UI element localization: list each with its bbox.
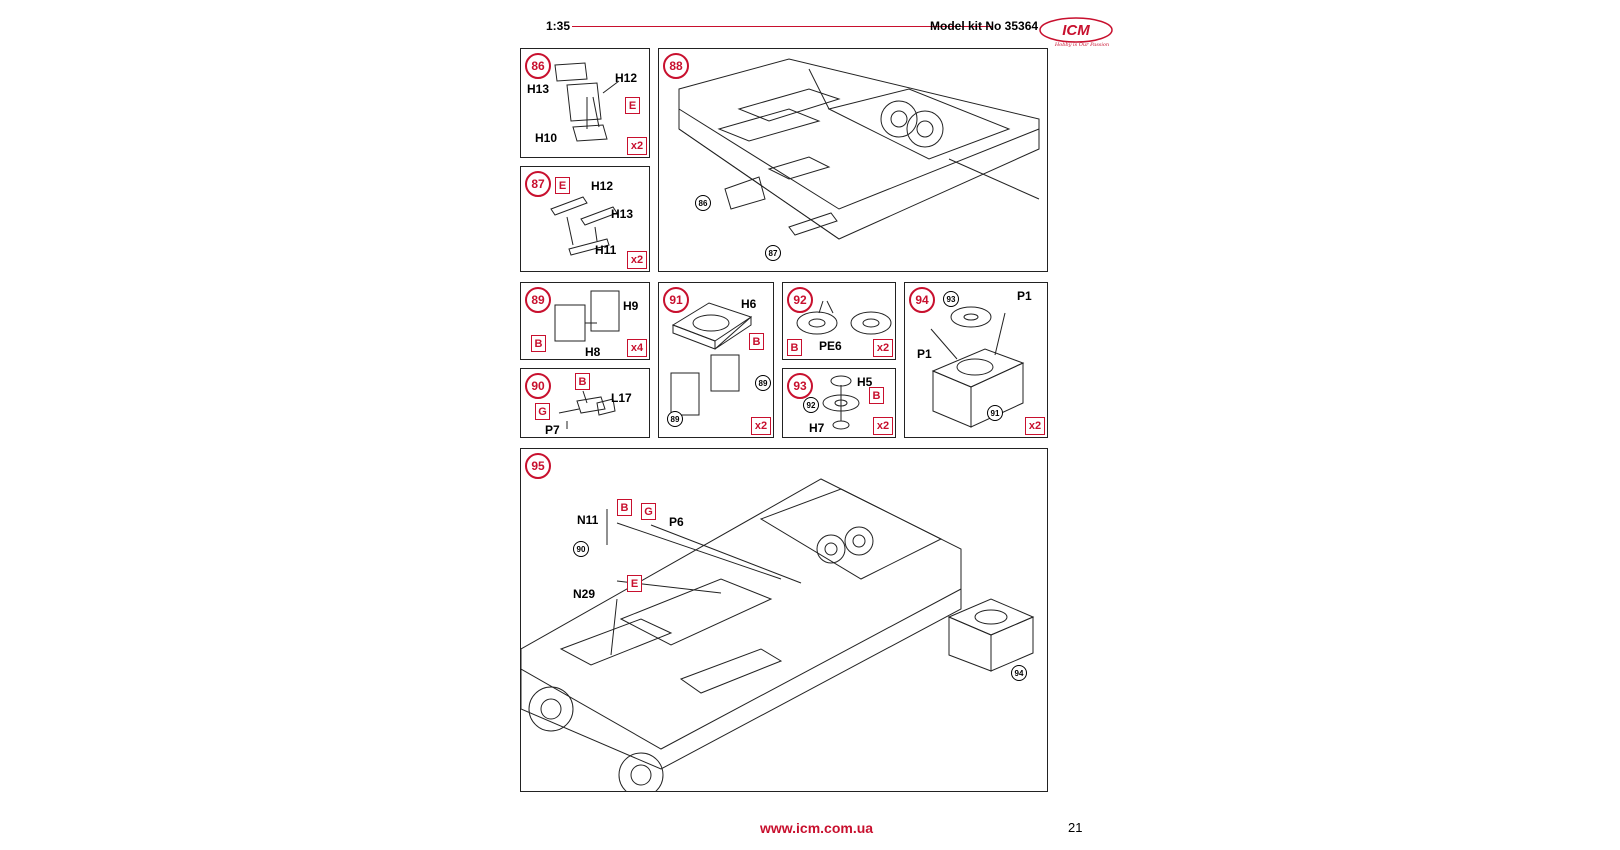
page-number: 21	[1068, 820, 1083, 835]
step-95-panel: 95 N11 B G P6 90 E N29 94	[520, 448, 1048, 792]
header-rule	[572, 26, 992, 27]
step-87-illustration	[550, 196, 618, 256]
step-89-panel: 89 H9 B H8 x4	[520, 282, 650, 360]
svg-text:Hobby is Our Passion: Hobby is Our Passion	[1054, 42, 1109, 48]
step-95-illustration	[521, 478, 1035, 791]
step-90-panel: 90 B L17 G P7	[520, 368, 650, 438]
sprue-tag: B	[869, 387, 884, 404]
part-label-h8: H8	[585, 345, 601, 359]
step-ref-86: 86	[695, 195, 711, 211]
step-ref-94: 94	[1011, 665, 1027, 681]
step-ref-90: 90	[573, 541, 589, 557]
sprue-tag: E	[555, 177, 570, 194]
step-86-illustration	[554, 62, 620, 142]
step-ref-87: 87	[765, 245, 781, 261]
step-ref-91: 91	[987, 405, 1003, 421]
step-93-panel: 93 H5 B 92 H7 x2	[782, 368, 896, 438]
step-number: 94	[909, 287, 935, 313]
step-87-panel: 87 E H12 H13 H11 x2	[520, 166, 650, 272]
step-ref-89: 89	[667, 411, 683, 427]
quantity-badge: x2	[873, 417, 893, 435]
step-93-illustration	[822, 375, 860, 430]
step-number: 95	[525, 453, 551, 479]
part-label-p1: P1	[917, 347, 932, 361]
scale-label: 1:35	[546, 19, 571, 33]
sprue-tag: E	[625, 97, 640, 114]
part-label-h9: H9	[623, 299, 639, 313]
step-number: 90	[525, 373, 551, 399]
step-ref-92: 92	[803, 397, 819, 413]
step-ref-93: 93	[943, 291, 959, 307]
step-91-illustration	[670, 302, 753, 416]
part-label-h7: H7	[809, 421, 825, 435]
part-label-h12: H12	[615, 71, 638, 85]
step-89-illustration	[554, 290, 620, 342]
step-number: 91	[663, 287, 689, 313]
step-92-panel: 92 B PE6 x2	[782, 282, 896, 360]
part-label-p6: P6	[669, 515, 684, 529]
part-label-h10: H10	[535, 131, 558, 145]
sprue-tag-b: B	[617, 499, 632, 516]
step-90-illustration	[558, 390, 616, 429]
quantity-badge: x4	[627, 339, 647, 357]
step-88-illustration	[678, 58, 1040, 240]
part-label-n11: N11	[577, 513, 599, 527]
icm-logo: ICM Hobby is Our Passion	[1039, 17, 1113, 48]
step-92-illustration	[796, 300, 892, 335]
part-label-n29: N29	[573, 587, 596, 601]
step-91-panel: 91 H6 B 89 89 x2	[658, 282, 774, 438]
svg-text:ICM: ICM	[1062, 22, 1090, 39]
step-number: 87	[525, 171, 551, 197]
step-94-panel: 94 93 P1 P1 91 x2	[904, 282, 1048, 438]
step-number: 93	[787, 373, 813, 399]
quantity-badge: x2	[627, 137, 647, 155]
part-label-h13: H13	[611, 207, 634, 221]
step-94-illustration	[930, 306, 1025, 428]
part-label-l17: L17	[611, 391, 632, 405]
part-label-pe6: PE6	[819, 339, 842, 353]
sprue-tag: B	[531, 335, 546, 352]
quantity-badge: x2	[873, 339, 893, 357]
sprue-tag: B	[787, 339, 802, 356]
step-number: 89	[525, 287, 551, 313]
sprue-tag-e: E	[627, 575, 642, 592]
step-number: 88	[663, 53, 689, 79]
part-label-h13: H13	[527, 82, 550, 96]
kit-number: Model kit No 35364	[930, 19, 1039, 33]
part-label-p7: P7	[545, 423, 560, 437]
step-ref-89: 89	[755, 375, 771, 391]
page-header: 1:35 Model kit No 35364 ICM Hobby is Our…	[546, 14, 1113, 48]
sprue-tag-b: B	[575, 373, 590, 390]
step-number: 86	[525, 53, 551, 79]
sprue-tag-g: G	[641, 503, 656, 520]
quantity-badge: x2	[751, 417, 771, 435]
part-label-h11: H11	[595, 243, 617, 257]
sprue-tag-g: G	[535, 403, 550, 420]
step-number: 92	[787, 287, 813, 313]
quantity-badge: x2	[627, 251, 647, 269]
part-label-h5: H5	[857, 375, 873, 389]
footer-website-link[interactable]: www.icm.com.ua	[760, 820, 874, 836]
quantity-badge: x2	[1025, 417, 1045, 435]
step-86-panel: 86 H12 H13 H10 E x2	[520, 48, 650, 158]
part-label-h12: H12	[591, 179, 614, 193]
part-label-h6: H6	[741, 297, 757, 311]
sprue-tag: B	[749, 333, 764, 350]
part-label-p1: P1	[1017, 289, 1032, 303]
step-88-panel: 88 86 87	[658, 48, 1048, 272]
